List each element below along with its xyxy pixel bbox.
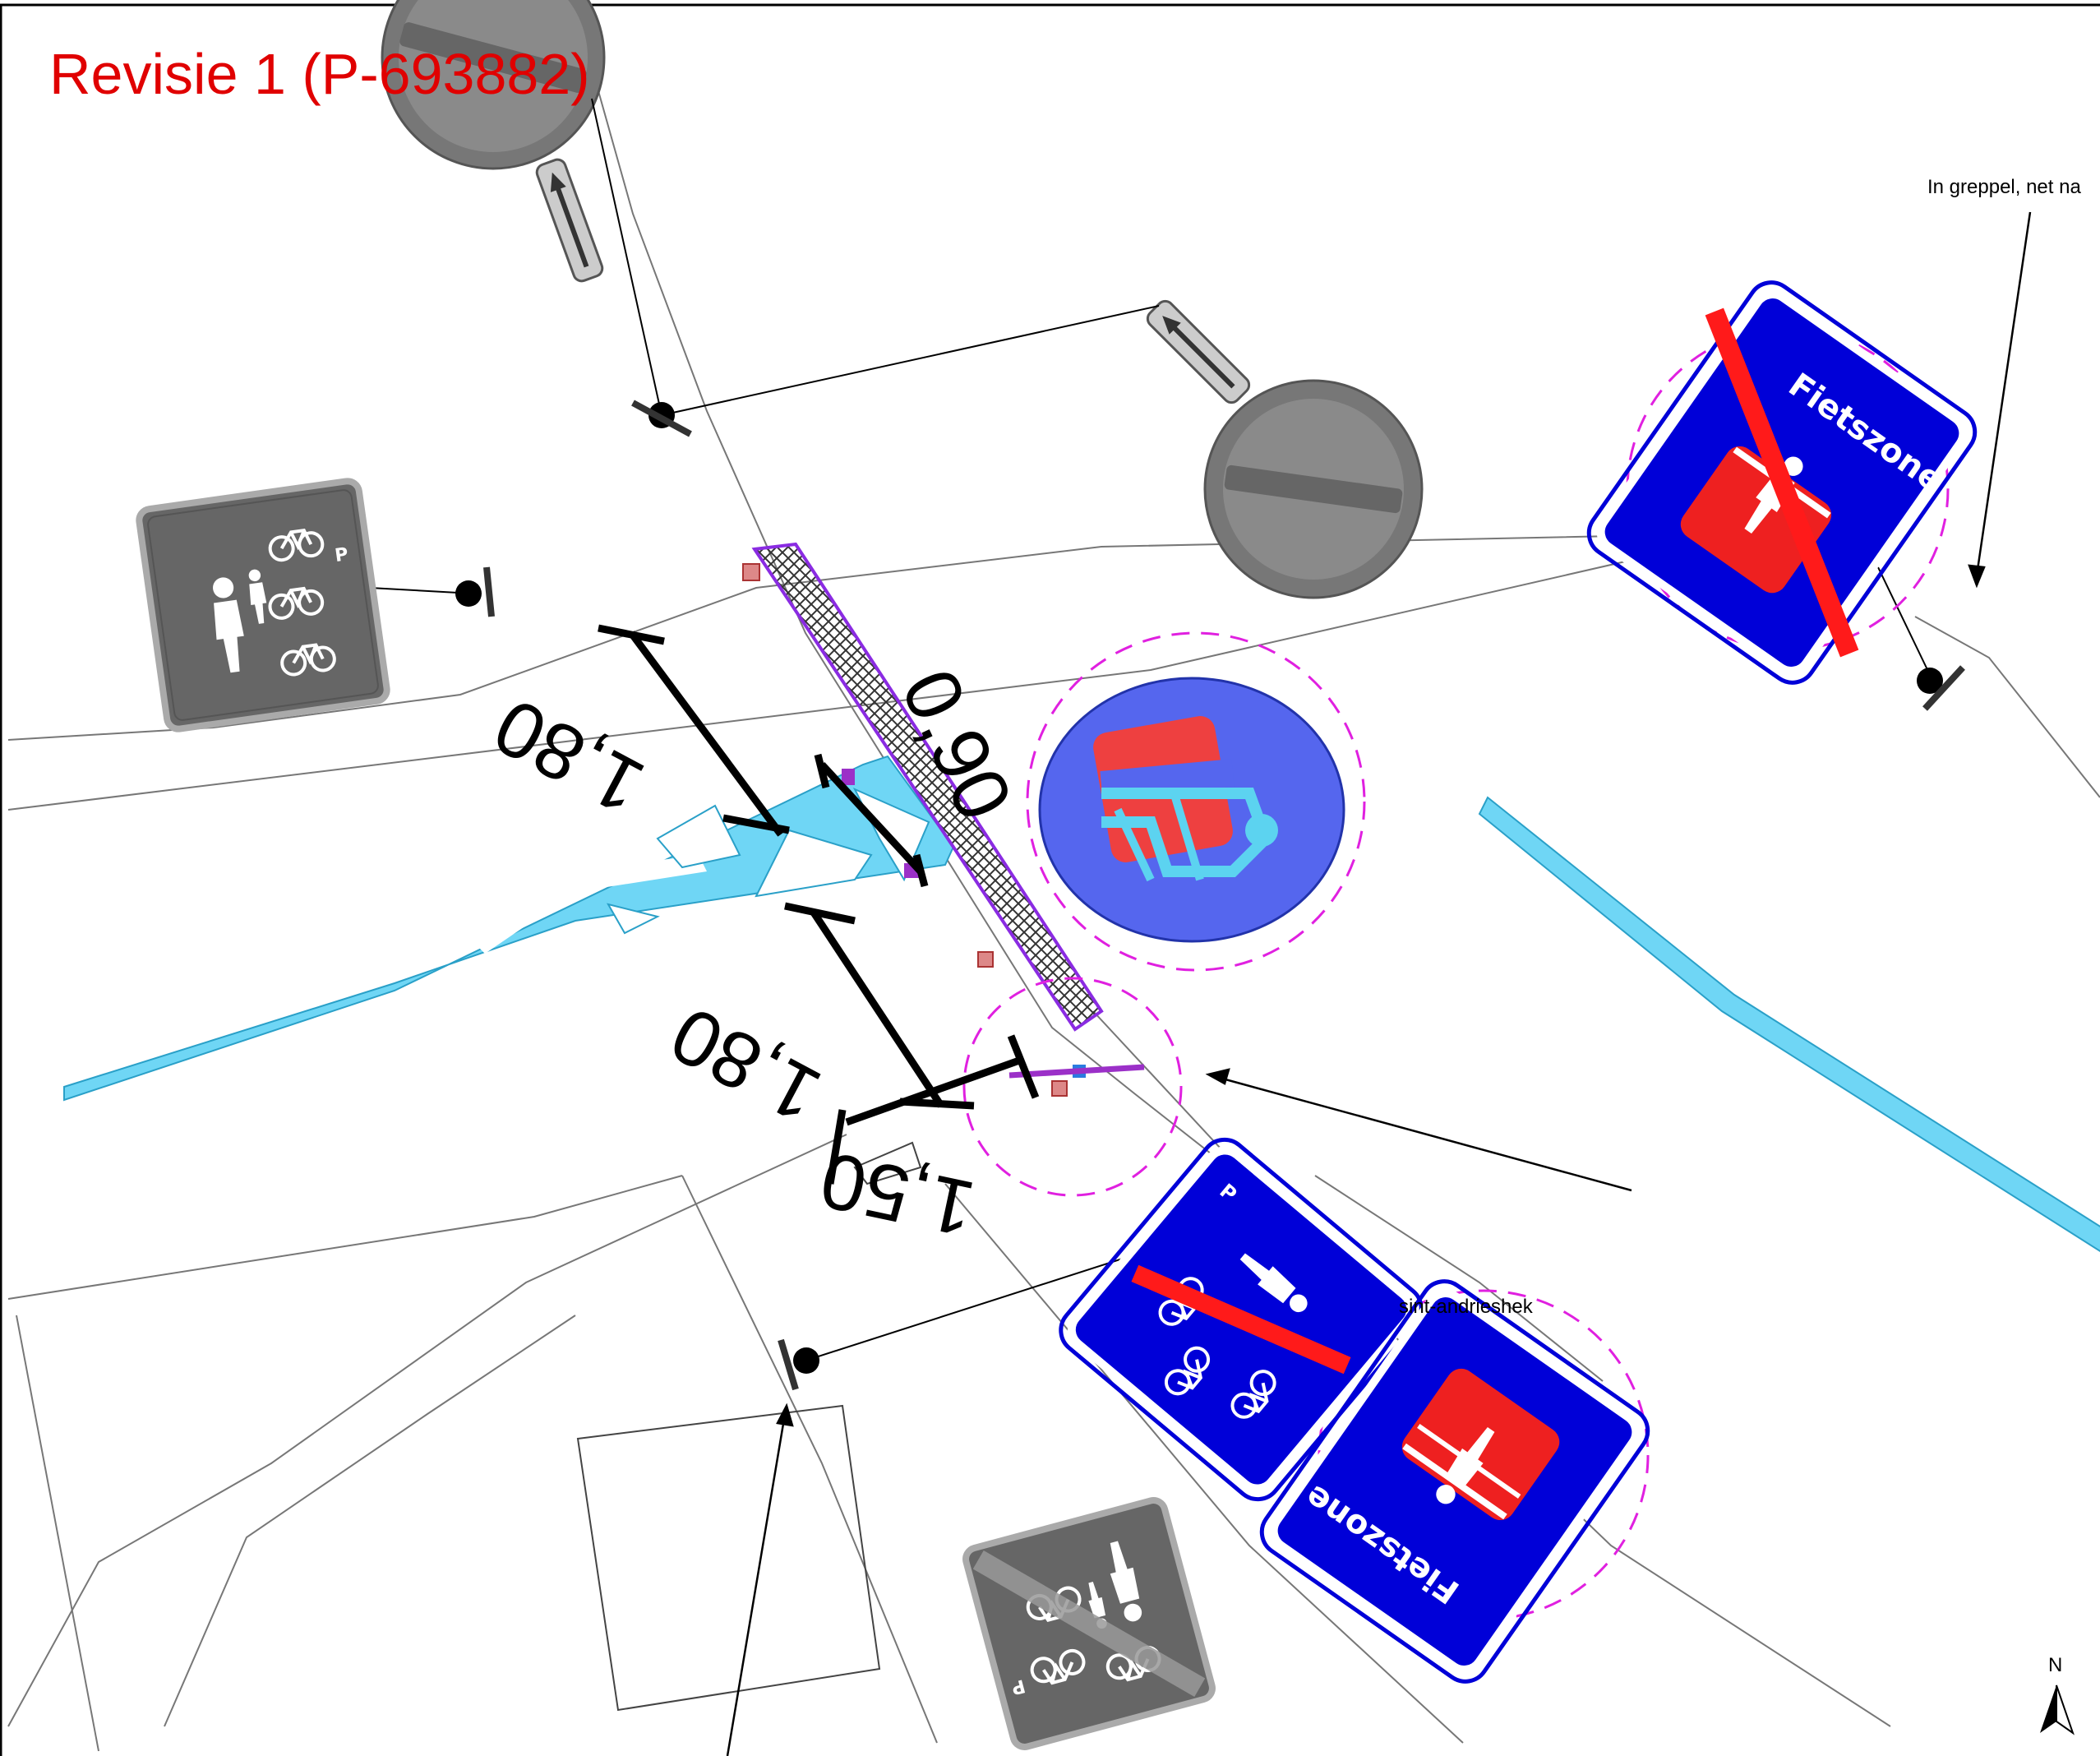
revision-label: Revisie 1 (P-693882) <box>49 42 590 106</box>
small-markers <box>742 563 1145 1097</box>
arrow-plate-2 <box>1146 299 1251 404</box>
post-2 <box>455 566 495 617</box>
note-sint-andrieshek: sint-andrieshek <box>1399 1296 1533 1318</box>
post-3 <box>1917 665 1965 711</box>
north-arrow-icon <box>2040 1684 2075 1735</box>
grey-square-sign-left: P <box>136 478 390 732</box>
grey-square-sign-bottom: P <box>962 1497 1216 1750</box>
leader-arrows <box>726 211 2032 1756</box>
dimension-1-50: 1,50 <box>813 1135 981 1254</box>
fietszone-end-sign-top: Fietszone <box>1586 280 1978 685</box>
dimension-lines <box>598 624 1040 1185</box>
note-greppel: In greppel, net na <box>1927 176 2081 198</box>
dimension-1-80-lower: 1,80 <box>658 990 834 1139</box>
grey-round-sign-top <box>381 0 606 170</box>
p-letter-bottom: P <box>1009 1675 1027 1698</box>
hatched-barrier <box>751 542 1104 1032</box>
p-letter: P <box>334 544 349 566</box>
parcel-boxes <box>576 1141 922 1712</box>
fietszone-sign-bottom: Fietszone <box>1259 1279 1650 1684</box>
cycle-path-end-sign: P <box>1059 1137 1424 1502</box>
drawing-frame <box>0 3 2100 1756</box>
arrow-plate-1 <box>535 158 604 283</box>
post-4 <box>778 1338 819 1391</box>
north-label: N <box>2048 1654 2063 1676</box>
post-1 <box>631 400 692 437</box>
grey-round-sign-mid <box>1203 379 1424 599</box>
round-fietszone-sign <box>1038 677 1345 943</box>
cyan-line-right <box>1478 796 2100 1253</box>
dimension-1-80-upper: 1,80 <box>481 682 658 831</box>
